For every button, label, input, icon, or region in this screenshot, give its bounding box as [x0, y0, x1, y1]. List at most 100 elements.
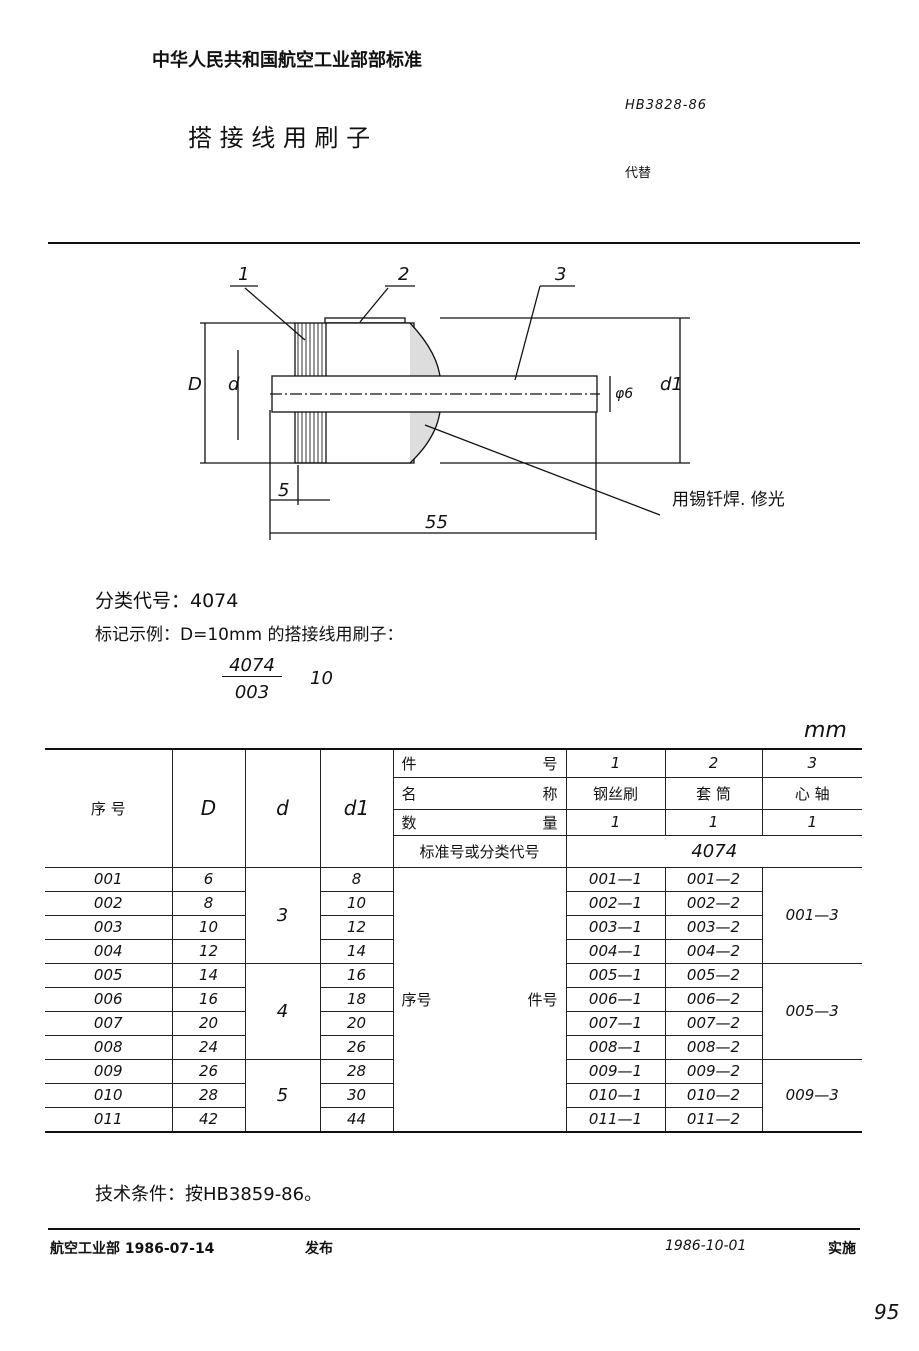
header-rule — [48, 242, 860, 244]
part3-cell: 009—3 — [761, 1058, 862, 1132]
replaces-label: 代替 — [625, 166, 652, 181]
part2-cell: 003—2 — [664, 914, 763, 940]
d1-cell: 30 — [319, 1082, 394, 1108]
callout-1: 1 — [238, 264, 249, 285]
D-cell: 28 — [171, 1082, 246, 1108]
part1-cell: 005—1 — [565, 962, 666, 988]
part-name: 心 轴 — [761, 776, 862, 810]
spec-table: 序 号 D d d1 件号 1 2 3 名称 钢丝刷 套 筒 心 轴 数量 1 … — [45, 748, 862, 1133]
dim-d: d — [228, 374, 240, 395]
seq-cell: 002 — [45, 890, 173, 916]
label: 称 — [542, 784, 558, 803]
d1-cell: 18 — [319, 986, 394, 1012]
d1-cell: 12 — [319, 914, 394, 940]
part2-cell: 010—2 — [664, 1082, 763, 1108]
issuer-date: 航空工业部 1986-07-14 — [50, 1241, 215, 1257]
std-code: 4074 — [565, 834, 862, 868]
d1-cell: 14 — [319, 938, 394, 964]
effective-date: 1986-10-01 — [665, 1238, 747, 1254]
part-name: 钢丝刷 — [565, 776, 666, 810]
d1-cell: 8 — [319, 866, 394, 892]
part2-cell: 005—2 — [664, 962, 763, 988]
part2-cell: 002—2 — [664, 890, 763, 916]
page-number: 95 — [874, 1300, 900, 1324]
part2-cell: 004—2 — [664, 938, 763, 964]
part1-cell: 009—1 — [565, 1058, 666, 1084]
part2-cell: 009—2 — [664, 1058, 763, 1084]
callout-2: 2 — [398, 264, 409, 285]
D-cell: 10 — [171, 914, 246, 940]
label: 号 — [542, 754, 558, 773]
part1-cell: 006—1 — [565, 986, 666, 1012]
seq-cell: 007 — [45, 1010, 173, 1036]
part1-cell: 004—1 — [565, 938, 666, 964]
dim-phi6: φ6 — [615, 386, 633, 402]
header-d: d — [244, 748, 321, 868]
part1-cell: 008—1 — [565, 1034, 666, 1060]
part1-cell: 010—1 — [565, 1082, 666, 1108]
seq-part-label: 序号件号 — [392, 866, 567, 1132]
qty: 1 — [761, 808, 862, 836]
D-cell: 16 — [171, 986, 246, 1012]
effective-label: 实施 — [828, 1241, 856, 1257]
label: 量 — [542, 813, 558, 832]
mark-denominator: 003 — [234, 682, 270, 703]
brush-drawing: 1 2 3 D d φ6 d1 5 55 用锡钎焊. 修光 — [188, 264, 785, 540]
d-cell: 4 — [244, 962, 321, 1060]
D-cell: 14 — [171, 962, 246, 988]
seq-cell: 004 — [45, 938, 173, 964]
mark-numerator: 4074 — [222, 655, 282, 677]
d1-cell: 16 — [319, 962, 394, 988]
part-no: 2 — [664, 748, 763, 778]
qty: 1 — [664, 808, 763, 836]
dim-55: 55 — [425, 512, 448, 533]
seq-cell: 008 — [45, 1034, 173, 1060]
header-d1: d1 — [319, 748, 394, 868]
seq-cell: 009 — [45, 1058, 173, 1084]
issuing-org: 中华人民共和国航空工业部部标准 — [152, 50, 422, 71]
d1-cell: 26 — [319, 1034, 394, 1060]
seq-cell: 010 — [45, 1082, 173, 1108]
header-seq: 序 号 — [45, 748, 173, 868]
d1-cell: 10 — [319, 890, 394, 916]
part-no: 1 — [565, 748, 666, 778]
part2-cell: 001—2 — [664, 866, 763, 892]
dim-5: 5 — [278, 480, 289, 501]
footer-rule — [48, 1228, 860, 1230]
dim-d1: d1 — [660, 374, 683, 395]
marking-example: 标记示例：D=10mm 的搭接线用刷子： — [95, 625, 404, 645]
d1-cell: 44 — [319, 1106, 394, 1132]
mark-suffix: 10 — [310, 668, 333, 689]
D-cell: 8 — [171, 890, 246, 916]
class-code: 分类代号：4074 — [95, 590, 239, 612]
seq-cell: 005 — [45, 962, 173, 988]
part2-cell: 007—2 — [664, 1010, 763, 1036]
D-cell: 42 — [171, 1106, 246, 1132]
D-cell: 12 — [171, 938, 246, 964]
part1-cell: 011—1 — [565, 1106, 666, 1132]
seq-cell: 001 — [45, 866, 173, 892]
label: 名 — [401, 784, 417, 803]
part2-cell: 008—2 — [664, 1034, 763, 1060]
D-cell: 20 — [171, 1010, 246, 1036]
part1-cell: 003—1 — [565, 914, 666, 940]
part2-cell: 011—2 — [664, 1106, 763, 1132]
label: 序号 — [401, 990, 432, 1009]
D-cell: 26 — [171, 1058, 246, 1084]
std-label: 标准号或分类代号 — [392, 834, 567, 868]
part1-cell: 001—1 — [565, 866, 666, 892]
header-D: D — [171, 748, 246, 868]
dim-D: D — [188, 374, 202, 395]
standard-number: HB3828-86 — [625, 98, 708, 113]
D-cell: 6 — [171, 866, 246, 892]
seq-cell: 006 — [45, 986, 173, 1012]
qty: 1 — [565, 808, 666, 836]
